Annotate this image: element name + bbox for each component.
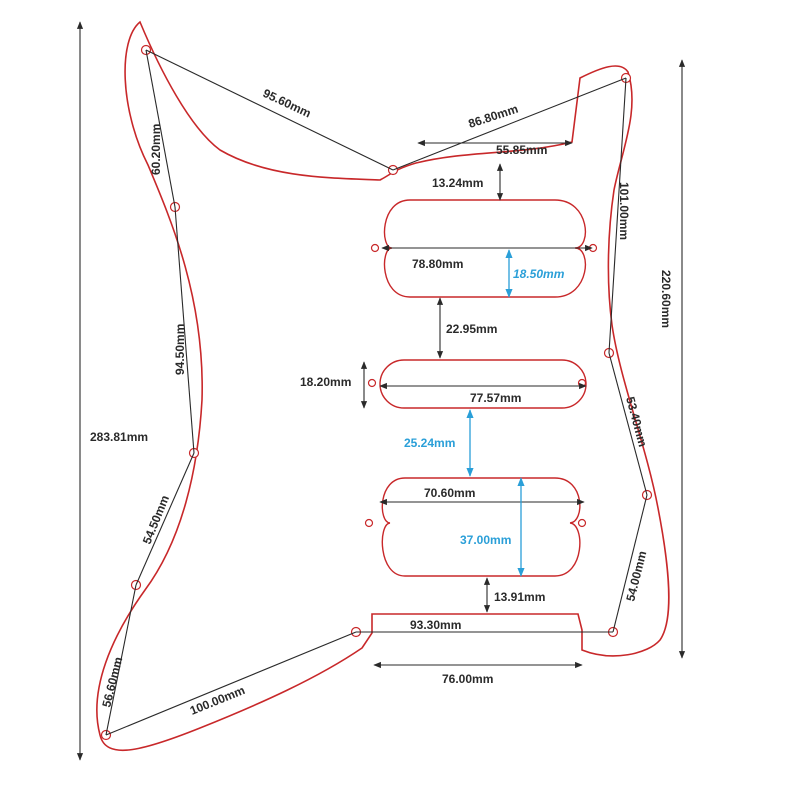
dim-line-94-50 (174, 206, 195, 454)
dim-line-56-60 (105, 584, 137, 736)
label-13-24: 13.24mm (432, 176, 483, 190)
label-101-00: 101.00mm (617, 182, 631, 240)
label-77-57: 77.57mm (470, 391, 521, 405)
bridge-pickup-mount-right (577, 518, 587, 528)
bridge-pickup-cutout (381, 477, 581, 577)
dim-line-95-60 (145, 49, 394, 171)
dim-line-86-80 (392, 77, 627, 171)
label-22-95: 22.95mm (446, 322, 497, 336)
label-95-60: 95.60mm (261, 86, 313, 120)
label-93-30: 93.30mm (410, 618, 461, 632)
screw-holes (100, 44, 653, 741)
middle-pickup-mount-left (367, 378, 377, 388)
dim-line-60-20 (145, 49, 176, 208)
label-70-60: 70.60mm (424, 486, 475, 500)
label-283-81: 283.81mm (90, 430, 148, 444)
label-13-91: 13.91mm (494, 590, 545, 604)
neck-pickup-cutout (383, 199, 587, 298)
bridge-pickup-mount-left (364, 518, 374, 528)
label-25-24: 25.24mm (404, 436, 455, 450)
label-56-60: 56.60mm (99, 655, 125, 708)
label-78-80: 78.80mm (412, 257, 463, 271)
label-55-85: 55.85mm (496, 143, 547, 157)
label-76-00: 76.00mm (442, 672, 493, 686)
label-94-50: 94.50mm (173, 324, 187, 375)
pickguard-outline (96, 20, 670, 752)
dim-line-53-40 (608, 352, 648, 496)
neck-pickup-mount-left (370, 243, 380, 253)
label-60-20: 60.20mm (149, 124, 163, 175)
label-220-60: 220.60mm (659, 270, 673, 328)
label-18-20: 18.20mm (300, 375, 351, 389)
dim-line-54-50 (135, 452, 195, 586)
dim-line-54-00 (612, 494, 648, 633)
label-54-50: 54.50mm (140, 493, 172, 546)
label-86-80: 86.80mm (467, 102, 520, 131)
dim-line-101-00 (608, 77, 627, 354)
label-18-50: 18.50mm (513, 267, 565, 281)
dim-line-100-00 (105, 631, 357, 736)
label-37-00: 37.00mm (460, 533, 511, 547)
